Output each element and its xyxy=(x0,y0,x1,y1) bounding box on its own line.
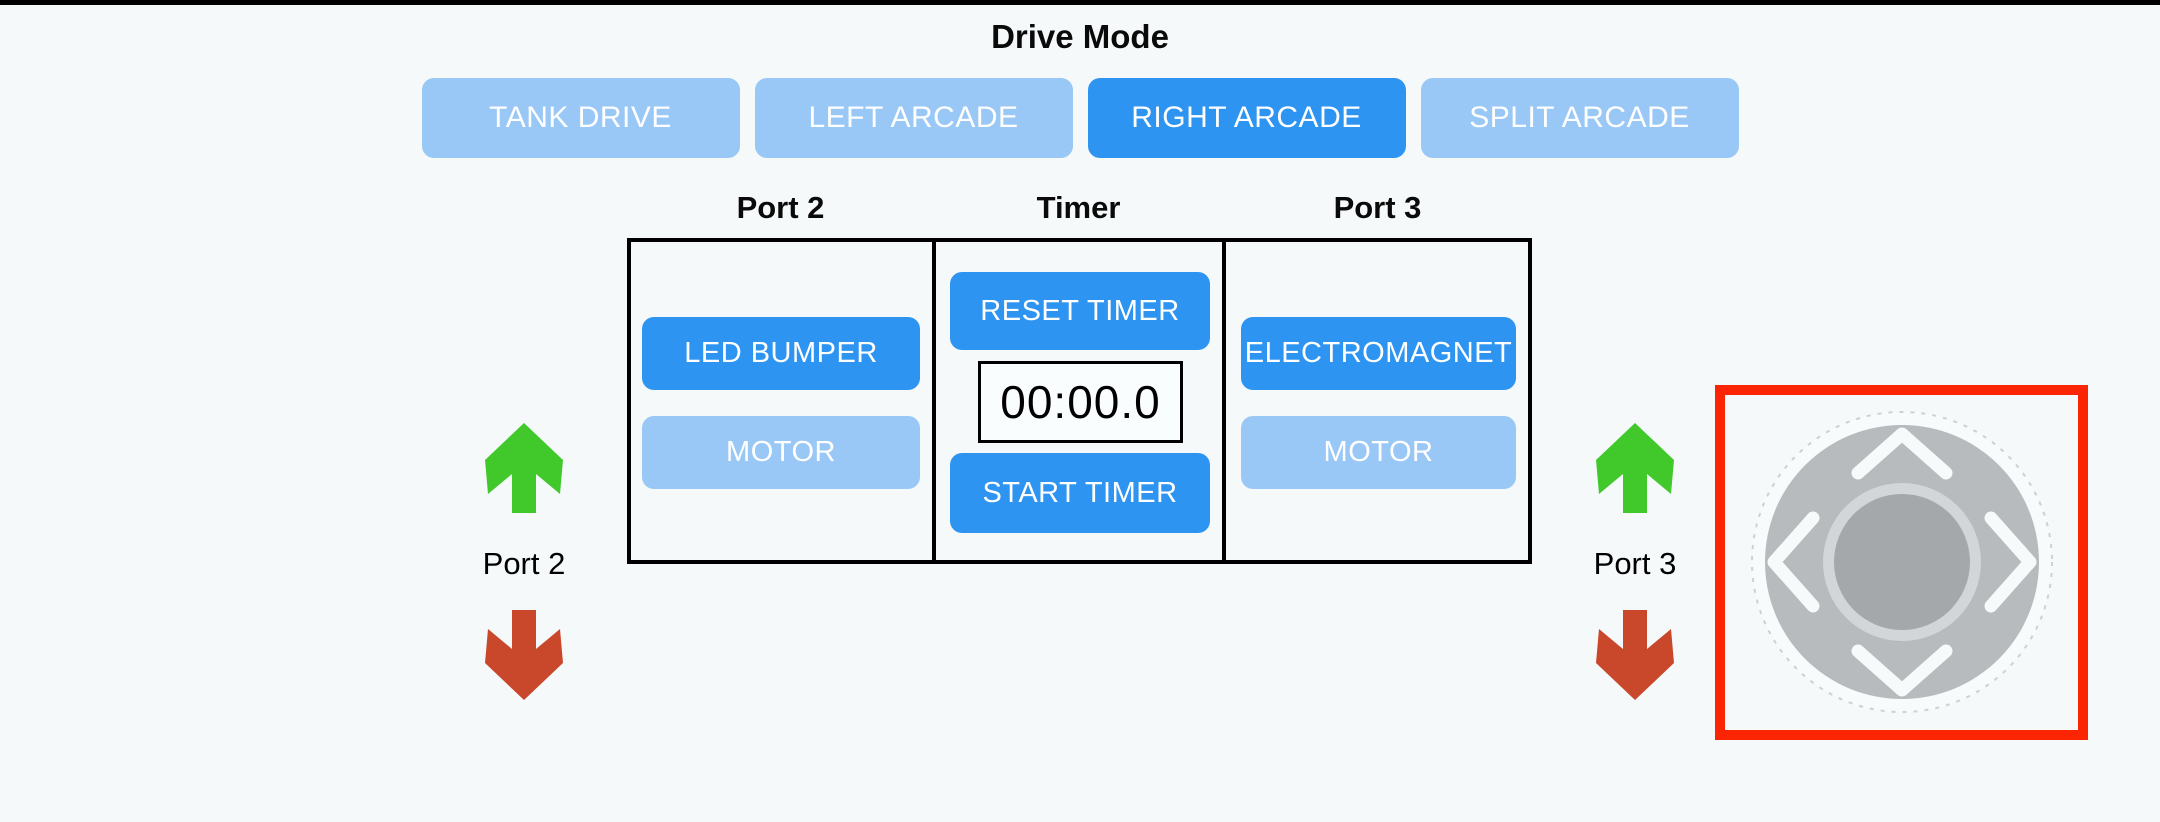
timer-column: RESET TIMER 00:00.0 START TIMER xyxy=(936,242,1226,560)
chevron-up-icon xyxy=(1851,427,1953,480)
left-arcade-button[interactable]: LEFT ARCADE xyxy=(754,78,1073,158)
port3-up-arrow-icon xyxy=(1596,423,1674,513)
tank-drive-button[interactable]: TANK DRIVE xyxy=(421,78,740,158)
control-table: LED BUMPER MOTOR RESET TIMER 00:00.0 STA… xyxy=(627,238,1532,564)
port3-motor-button[interactable]: MOTOR xyxy=(1241,416,1516,489)
timer-display: 00:00.0 xyxy=(978,361,1183,443)
port3-down-arrow-shape xyxy=(1596,610,1674,700)
port2-down-arrow-shape xyxy=(485,610,563,700)
chevron-right-icon xyxy=(1984,511,2037,613)
joystick-graphic xyxy=(1751,411,2053,713)
right-arcade-button[interactable]: RIGHT ARCADE xyxy=(1087,78,1406,158)
start-timer-button[interactable]: START TIMER xyxy=(950,453,1210,533)
port2-indicator-label: Port 2 xyxy=(482,546,566,581)
port3-down-arrow-icon xyxy=(1596,610,1674,700)
chevron-left-icon xyxy=(1767,511,1820,613)
port3-column-header: Port 3 xyxy=(1333,190,1422,225)
led-bumper-button[interactable]: LED BUMPER xyxy=(642,317,920,390)
joystick-widget[interactable] xyxy=(1715,385,2088,740)
port2-up-arrow-icon xyxy=(485,423,563,513)
port2-down-arrow-icon xyxy=(485,610,563,700)
port3-up-arrow-shape xyxy=(1596,423,1674,513)
electromagnet-button[interactable]: ELECTROMAGNET xyxy=(1241,317,1516,390)
port2-up-arrow-shape xyxy=(485,423,563,513)
port2-column-header: Port 2 xyxy=(736,190,825,225)
chevron-down-icon xyxy=(1851,644,1953,697)
top-bar xyxy=(0,0,2160,5)
joystick-knob[interactable] xyxy=(1834,494,1970,630)
port2-motor-button[interactable]: MOTOR xyxy=(642,416,920,489)
split-arcade-button[interactable]: SPLIT ARCADE xyxy=(1420,78,1739,158)
port3-indicator-label: Port 3 xyxy=(1593,546,1677,581)
drive-mode-title: Drive Mode xyxy=(991,18,1169,55)
timer-column-header: Timer xyxy=(1036,190,1121,225)
reset-timer-button[interactable]: RESET TIMER xyxy=(950,272,1210,350)
port2-column: LED BUMPER MOTOR xyxy=(631,242,936,560)
port3-column: ELECTROMAGNET MOTOR xyxy=(1226,242,1528,560)
drive-mode-button-row: TANK DRIVE LEFT ARCADE RIGHT ARCADE SPLI… xyxy=(0,78,2160,158)
